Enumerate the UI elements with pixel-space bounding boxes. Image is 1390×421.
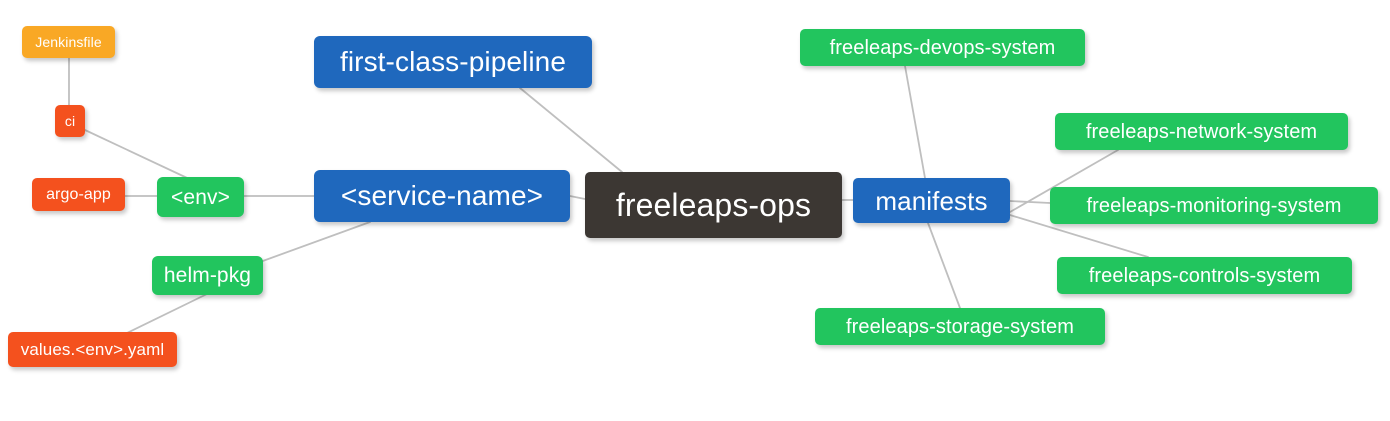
edge-manifests-to-freeleaps-storage-system [927,222,961,309]
node-jenkinsfile[interactable]: Jenkinsfile [22,26,115,58]
edge-helm-pkg-to-service-name [259,221,371,263]
edge-service-name-to-freeleaps-ops [569,195,586,200]
node-freeleaps-monitoring-system[interactable]: freeleaps-monitoring-system [1050,187,1378,224]
edge-manifests-to-freeleaps-monitoring-system [1009,200,1051,204]
edge-ci-to-env [84,129,201,185]
edge-values-env-yaml-to-helm-pkg [124,293,208,335]
node-label: freeleaps-monitoring-system [1086,194,1342,217]
node-first-class-pipeline[interactable]: first-class-pipeline [314,36,592,88]
edge-manifests-to-freeleaps-devops-system [904,65,926,179]
node-label: freeleaps-controls-system [1088,264,1321,287]
node-label: manifests [875,185,988,216]
node-label: freeleaps-storage-system [845,315,1075,338]
edge-first-class-pipeline-to-freeleaps-ops [519,87,623,173]
node-label: first-class-pipeline [339,46,567,77]
node-freeleaps-storage-system[interactable]: freeleaps-storage-system [815,308,1105,345]
node-label: values.<env>.yaml [20,340,165,359]
node-label: freeleaps-network-system [1085,120,1318,143]
node-label: Jenkinsfile [35,34,102,50]
node-argo-app[interactable]: argo-app [32,178,125,211]
node-ci[interactable]: ci [55,105,85,137]
node-freeleaps-devops-system[interactable]: freeleaps-devops-system [800,29,1085,66]
node-freeleaps-ops[interactable]: freeleaps-ops [585,172,842,238]
node-label: freeleaps-devops-system [829,36,1056,59]
node-freeleaps-controls-system[interactable]: freeleaps-controls-system [1057,257,1352,294]
node-label: helm-pkg [163,264,252,287]
node-label: ci [64,113,76,129]
node-label: <env> [171,185,230,209]
node-manifests[interactable]: manifests [853,178,1010,223]
node-freeleaps-network-system[interactable]: freeleaps-network-system [1055,113,1348,150]
node-label: <service-name> [340,180,544,211]
node-values-env-yaml[interactable]: values.<env>.yaml [8,332,177,367]
node-service-name[interactable]: <service-name> [314,170,570,222]
node-label: freeleaps-ops [615,187,812,223]
node-env[interactable]: <env> [157,177,244,217]
node-label: argo-app [46,185,111,203]
node-helm-pkg[interactable]: helm-pkg [152,256,263,295]
